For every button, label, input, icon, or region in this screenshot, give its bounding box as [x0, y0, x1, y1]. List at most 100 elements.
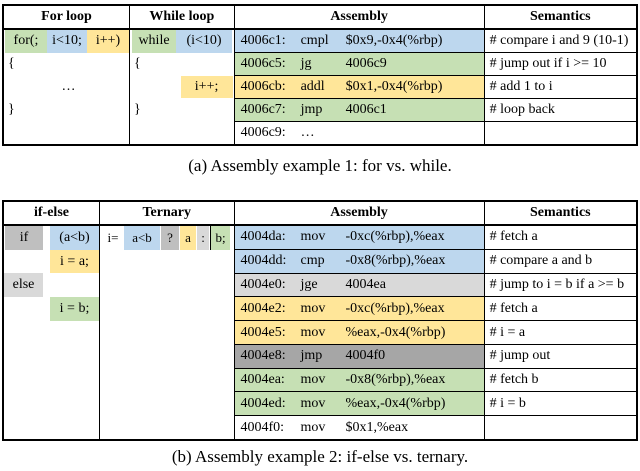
assembly-cell: 4006c9: … — [235, 122, 484, 144]
assembly-op: mov — [300, 300, 326, 316]
assembly-cell: 4004f0: mov $0x1,%eax — [235, 416, 484, 439]
code-token-blue: i<10; — [47, 30, 87, 53]
source-code-cell — [100, 415, 234, 439]
semantics-comment — [485, 122, 636, 144]
assembly-addr: 4006cb: — [240, 79, 286, 94]
semantics-comment: # fetch b — [489, 372, 539, 388]
assembly-addr: 4004e2: — [240, 300, 286, 316]
assembly-instruction: 4006cb:addl$0x1,-0x4(%rbp) — [235, 76, 484, 98]
code-token: … — [61, 78, 76, 94]
assembly-args: -0xc(%rbp),%eax — [345, 229, 445, 245]
source-code-cell: else — [4, 273, 99, 298]
semantics-cell: # fetch a — [484, 297, 636, 322]
assembly-instruction: 4004f0: mov $0x1,%eax — [235, 416, 484, 439]
assembly-op: … — [300, 125, 315, 140]
column-header: Semantics — [484, 6, 637, 30]
source-code-cell — [100, 297, 234, 321]
source-code-cell: for(;i<10;i++) — [4, 30, 129, 53]
assembly-addr: 4004f0: — [240, 419, 285, 435]
source-code-cell: i=a<b?a:b; — [100, 226, 234, 250]
code-token: { — [8, 56, 15, 72]
source-code-cell — [4, 415, 99, 439]
assembly-op: mov — [300, 229, 326, 245]
code-token: i= — [107, 229, 119, 245]
assembly-cell: 4004dd:cmp-0x8(%rbp),%eax — [234, 249, 484, 274]
column-header: Ternary — [100, 202, 234, 226]
assembly-cell: 4004e5:mov%eax,-0x4(%rbp) — [234, 321, 484, 345]
semantics-cell — [485, 122, 636, 144]
assembly-addr: 4006c9: — [240, 125, 286, 140]
caption-a: (a) Assembly example 1: for vs. while. — [188, 156, 452, 175]
assembly-addr: 4006c7: — [240, 102, 286, 117]
code-token-green: i = b; — [50, 297, 99, 321]
assembly-cell: 4006c1:cmpl$0x9,-0x4(%rbp) — [234, 30, 484, 53]
semantics-comment: # add 1 to i — [489, 79, 553, 94]
semantics-comment: # fetch a — [489, 229, 538, 245]
code-token-yellow: a — [180, 226, 196, 250]
semantics-cell: # add 1 to i — [484, 76, 637, 99]
code-token: } — [8, 101, 15, 117]
assembly-op: jmp — [300, 102, 323, 117]
source-code-cell — [100, 250, 234, 274]
assembly-addr: 4004e5: — [240, 324, 286, 340]
semantics-comment — [485, 416, 636, 439]
assembly-addr: 4004da: — [240, 229, 286, 245]
semantics-cell: # loop back — [484, 99, 637, 122]
code-token-yellow: i++) — [87, 30, 129, 53]
assembly-instruction: 4004da: mov -0xc(%rbp),%eax — [235, 226, 484, 249]
source-code-cell: { — [130, 53, 234, 76]
semantics-cell: # i = b — [484, 392, 636, 417]
assembly-args: $0x1,%eax — [345, 419, 409, 435]
assembly-addr: 4004e8: — [240, 348, 286, 364]
source-code-cell — [100, 392, 234, 416]
source-code-cell: i++; — [130, 75, 234, 99]
semantics-comment: # i = b — [489, 395, 526, 411]
assembly-op: mov — [300, 419, 326, 435]
assembly-addr: 4004dd: — [240, 253, 287, 269]
code-token-gray_light: : — [197, 226, 209, 250]
semantics-comment: # i = a — [489, 324, 526, 340]
source-code-cell — [100, 321, 234, 345]
assembly-args: 4004f0 — [345, 348, 386, 364]
source-code-cell — [4, 344, 99, 368]
source-code-cell — [4, 121, 129, 144]
code-token-gray_light: else — [4, 273, 43, 298]
assembly-addr: 4006c1: — [240, 33, 286, 48]
source-code-cell — [4, 321, 99, 345]
assembly-cell: 4004e2:mov-0xc(%rbp),%eax — [234, 297, 484, 322]
assembly-op: mov — [300, 324, 326, 340]
column-semantics: Semantics# compare i and 9 (10-1)# jump … — [484, 6, 637, 144]
source-code-cell — [130, 121, 234, 144]
assembly-instruction: 4004dd:cmp-0x8(%rbp),%eax — [235, 250, 484, 273]
source-code-cell — [100, 344, 234, 368]
semantics-comment: # jump to i = b if a >= b — [489, 276, 625, 292]
code-token-blue: (i<10) — [176, 30, 232, 53]
code-token-blue: (a<b) — [50, 226, 99, 250]
code-token: } — [134, 101, 141, 117]
assembly-addr: 4004ed: — [240, 395, 286, 411]
assembly-op: cmp — [300, 253, 325, 269]
semantics-cell: # compare a and b — [484, 250, 636, 274]
semantics-comment: # jump out — [489, 348, 551, 364]
column-header: if-else — [4, 202, 99, 226]
assembly-addr: 4004ea: — [240, 372, 285, 388]
assembly-cell: 4004ed:mov%eax,-0x4(%rbp) — [234, 392, 484, 417]
assembly-cell: 4006cb:addl$0x1,-0x4(%rbp) — [234, 76, 484, 99]
code-token-yellow: i = a; — [50, 249, 99, 274]
column-header: Assembly — [234, 202, 484, 226]
assembly-addr: 4006c5: — [240, 56, 286, 71]
column-header: For loop — [4, 6, 129, 30]
caption-b: (b) Assembly example 2: if-else vs. tern… — [171, 447, 469, 466]
column-header: Semantics — [484, 202, 636, 226]
source-code-cell: while(i<10) — [130, 30, 234, 53]
